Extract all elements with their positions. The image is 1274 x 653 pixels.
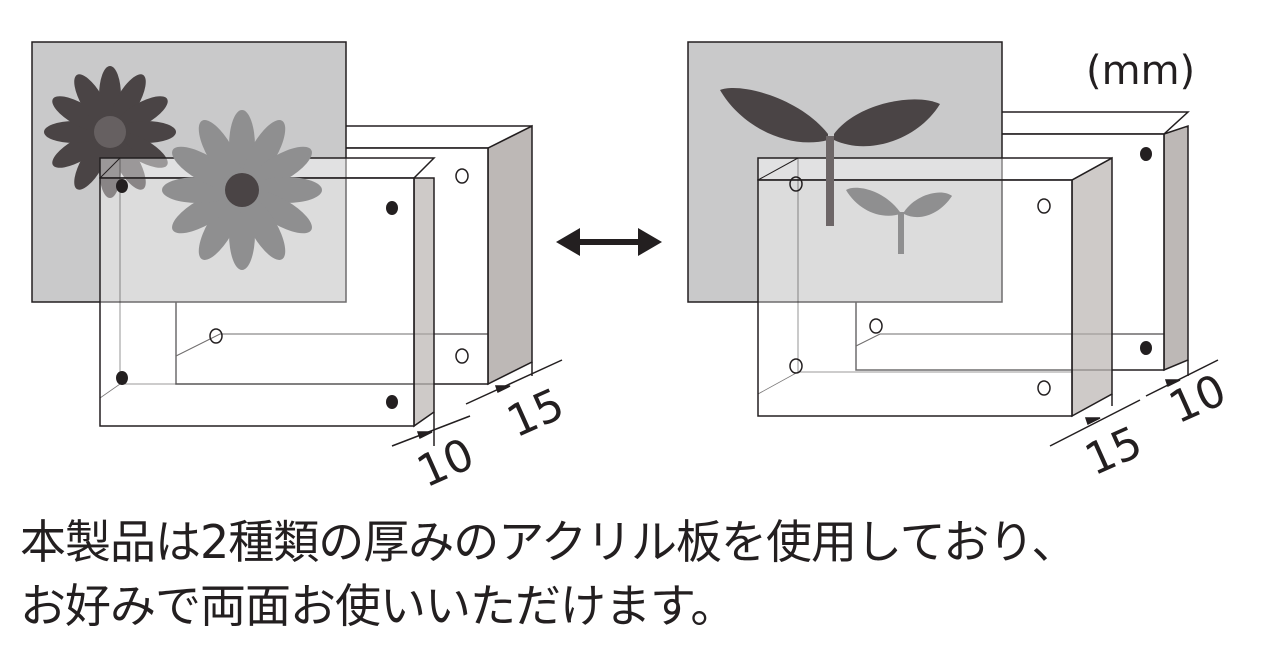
light-sprout-icon	[846, 187, 952, 254]
unit-label: (mm)	[1086, 48, 1195, 94]
sprout-stem	[826, 136, 834, 226]
left-assembly: 10 15	[31, 41, 572, 498]
dark-sprout-icon	[720, 87, 940, 147]
acrylic-frame-diagram: 10 15	[31, 41, 1234, 498]
double-arrow-icon	[556, 228, 662, 256]
dark-flower-icon	[44, 66, 176, 198]
left-dimension-marks	[391, 359, 563, 447]
right-photo-sheet	[687, 41, 1003, 303]
right-back-dimension: 10	[1162, 365, 1234, 434]
right-magnet-holes	[789, 147, 1152, 396]
left-front-dimension: 10	[410, 429, 482, 498]
left-magnet-holes	[116, 168, 469, 409]
right-assembly: 15 10	[687, 41, 1234, 486]
caption-line-2: お好みで両面お使いいただけます。	[20, 579, 736, 633]
light-flower-icon	[162, 110, 322, 270]
left-back-dimension: 15	[500, 379, 572, 448]
right-front-acrylic-block	[757, 156, 1113, 418]
caption-line-1: 本製品は2種類の厚みのアクリル板を使用しており、	[20, 515, 1077, 569]
right-dimension-marks	[1049, 359, 1219, 447]
